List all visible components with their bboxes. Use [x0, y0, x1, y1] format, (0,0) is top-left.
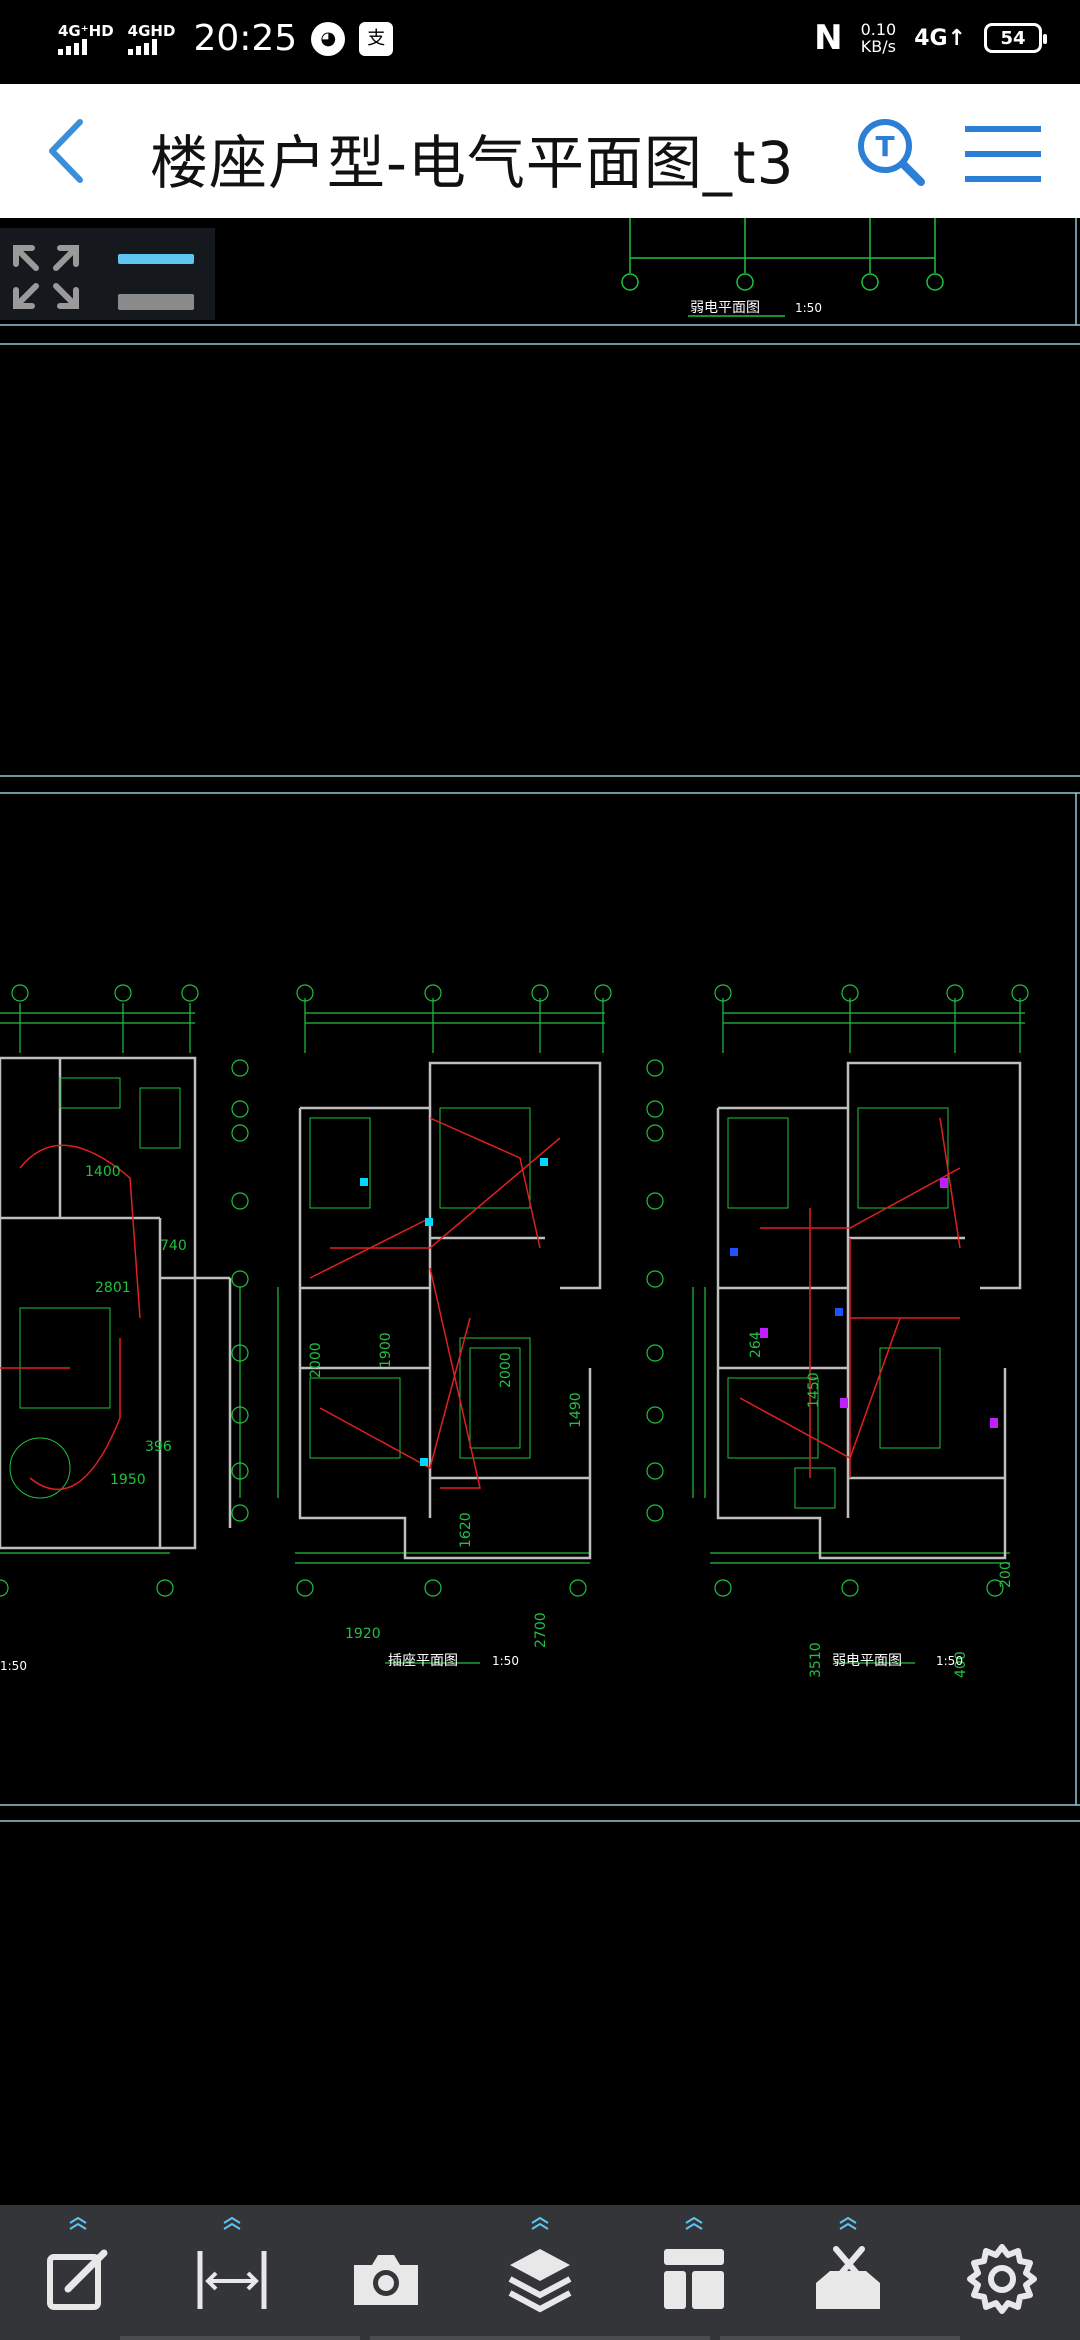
- chevron-left-icon[interactable]: [38, 116, 98, 186]
- dim-label: 2000: [498, 1352, 514, 1388]
- signal-bars-icon: [58, 38, 87, 55]
- dim-label: 3510: [808, 1642, 824, 1678]
- dim-label: 1900: [378, 1332, 394, 1368]
- top-plan-title: 弱电平面图: [690, 300, 760, 316]
- top-plan-fragment: [621, 218, 944, 317]
- screenshot-button[interactable]: [326, 2205, 446, 2340]
- left-plan-scale: 1:50: [0, 1659, 27, 1673]
- file-title: 楼座户型-电气平面图_t3: [150, 129, 795, 197]
- right-plan-title: 弱电平面图: [832, 1653, 902, 1669]
- nfc-icon: N: [814, 18, 843, 58]
- layers-button[interactable]: [480, 2205, 600, 2340]
- settings-button[interactable]: [942, 2205, 1062, 2340]
- middle-plan-title: 插座平面图: [388, 1653, 458, 1669]
- sim2-signal: 4GHD: [127, 21, 176, 55]
- toolbar-divider: [720, 2336, 960, 2340]
- light-background-toggle[interactable]: [118, 254, 194, 264]
- network-speed: 0.10 KB/s: [861, 21, 897, 55]
- cad-drawing[interactable]: 弱电平面图 1:50: [0, 218, 1080, 2205]
- dark-background-toggle[interactable]: [118, 294, 194, 310]
- hamburger-menu-icon[interactable]: [965, 124, 1041, 184]
- dim-label: 2000: [308, 1342, 324, 1378]
- top-plan-scale: 1:50: [795, 301, 822, 315]
- speed-unit: KB/s: [860, 37, 896, 56]
- toolbar-divider: [120, 2336, 360, 2340]
- dim-label: 1490: [568, 1392, 584, 1428]
- sim1-signal: 4G⁺HD: [58, 23, 114, 55]
- clock: 20:25: [193, 18, 298, 59]
- edit-button[interactable]: [18, 2205, 138, 2340]
- app-notify-icon: 支: [359, 21, 394, 56]
- svg-text:T: T: [875, 130, 894, 163]
- view-controls: [0, 228, 215, 320]
- dim-label: 1400: [85, 1164, 121, 1180]
- speed-value: 0.10: [860, 20, 897, 39]
- sim1-label: 4G⁺HD: [58, 21, 114, 40]
- chevron-up-icon: [69, 2217, 87, 2230]
- chevron-up-icon: [839, 2217, 857, 2230]
- edit-icon: [47, 2249, 108, 2310]
- layout-icon: [664, 2249, 724, 2309]
- dim-label: 264: [748, 1331, 764, 1358]
- tools-button[interactable]: [788, 2205, 908, 2340]
- dim-label: 396: [145, 1439, 172, 1455]
- dim-label: 1950: [110, 1472, 146, 1488]
- middle-floor-plan: 2000 1900 2000 1490 2700 1920 1620 插座平面图…: [231, 984, 612, 1669]
- cad-canvas[interactable]: 弱电平面图 1:50: [0, 218, 1080, 2205]
- title-bar: 楼座户型-电气平面图_t3 T: [0, 84, 1080, 218]
- dim-label: 2801: [95, 1280, 131, 1296]
- dim-label: 1920: [345, 1626, 381, 1642]
- chevron-up-icon: [531, 2217, 549, 2230]
- status-right: N 0.10 KB/s 4G↑ 54: [814, 18, 1047, 58]
- measure-icon: [197, 2251, 267, 2309]
- chevron-up-icon: [223, 2217, 241, 2230]
- dim-label: 2700: [533, 1612, 549, 1648]
- right-plan-scale: 1:50: [936, 1654, 963, 1668]
- measure-button[interactable]: [172, 2205, 292, 2340]
- text-search-icon[interactable]: T: [855, 116, 927, 188]
- dim-label: 200: [998, 1561, 1014, 1588]
- dim-label: 1620: [458, 1512, 474, 1548]
- middle-plan-scale: 1:50: [492, 1654, 519, 1668]
- signal-bars-icon: [127, 38, 157, 55]
- layers-icon: [508, 2249, 572, 2313]
- dim-label: 400: [953, 1651, 969, 1678]
- status-left: 4G⁺HD 4GHD 20:25 ◕ 支: [58, 18, 394, 59]
- settings-icon: [967, 2244, 1037, 2314]
- battery-icon: 54: [984, 23, 1047, 53]
- wechat-icon: ◕: [311, 21, 346, 56]
- left-floor-plan: 1400 2801 1950 396 740 1:50: [0, 984, 232, 1673]
- layout-button[interactable]: [634, 2205, 754, 2340]
- sim2-label: 4GHD: [127, 21, 176, 40]
- tools-icon: [816, 2246, 880, 2309]
- dim-label: 740: [160, 1238, 187, 1254]
- chevron-up-icon: [685, 2217, 703, 2230]
- fit-screen-icon[interactable]: [10, 242, 82, 312]
- bottom-toolbar: [0, 2205, 1080, 2340]
- network-type: 4G↑: [914, 25, 966, 51]
- camera-icon: [354, 2255, 418, 2305]
- right-floor-plan: 1450 200 400 3510 264 弱电平面图 1:50: [646, 984, 1029, 1678]
- dim-label: 1450: [806, 1372, 822, 1408]
- toolbar-divider: [370, 2336, 710, 2340]
- status-bar: 4G⁺HD 4GHD 20:25 ◕ 支 N 0.10 KB/s 4G↑ 54: [0, 0, 1080, 84]
